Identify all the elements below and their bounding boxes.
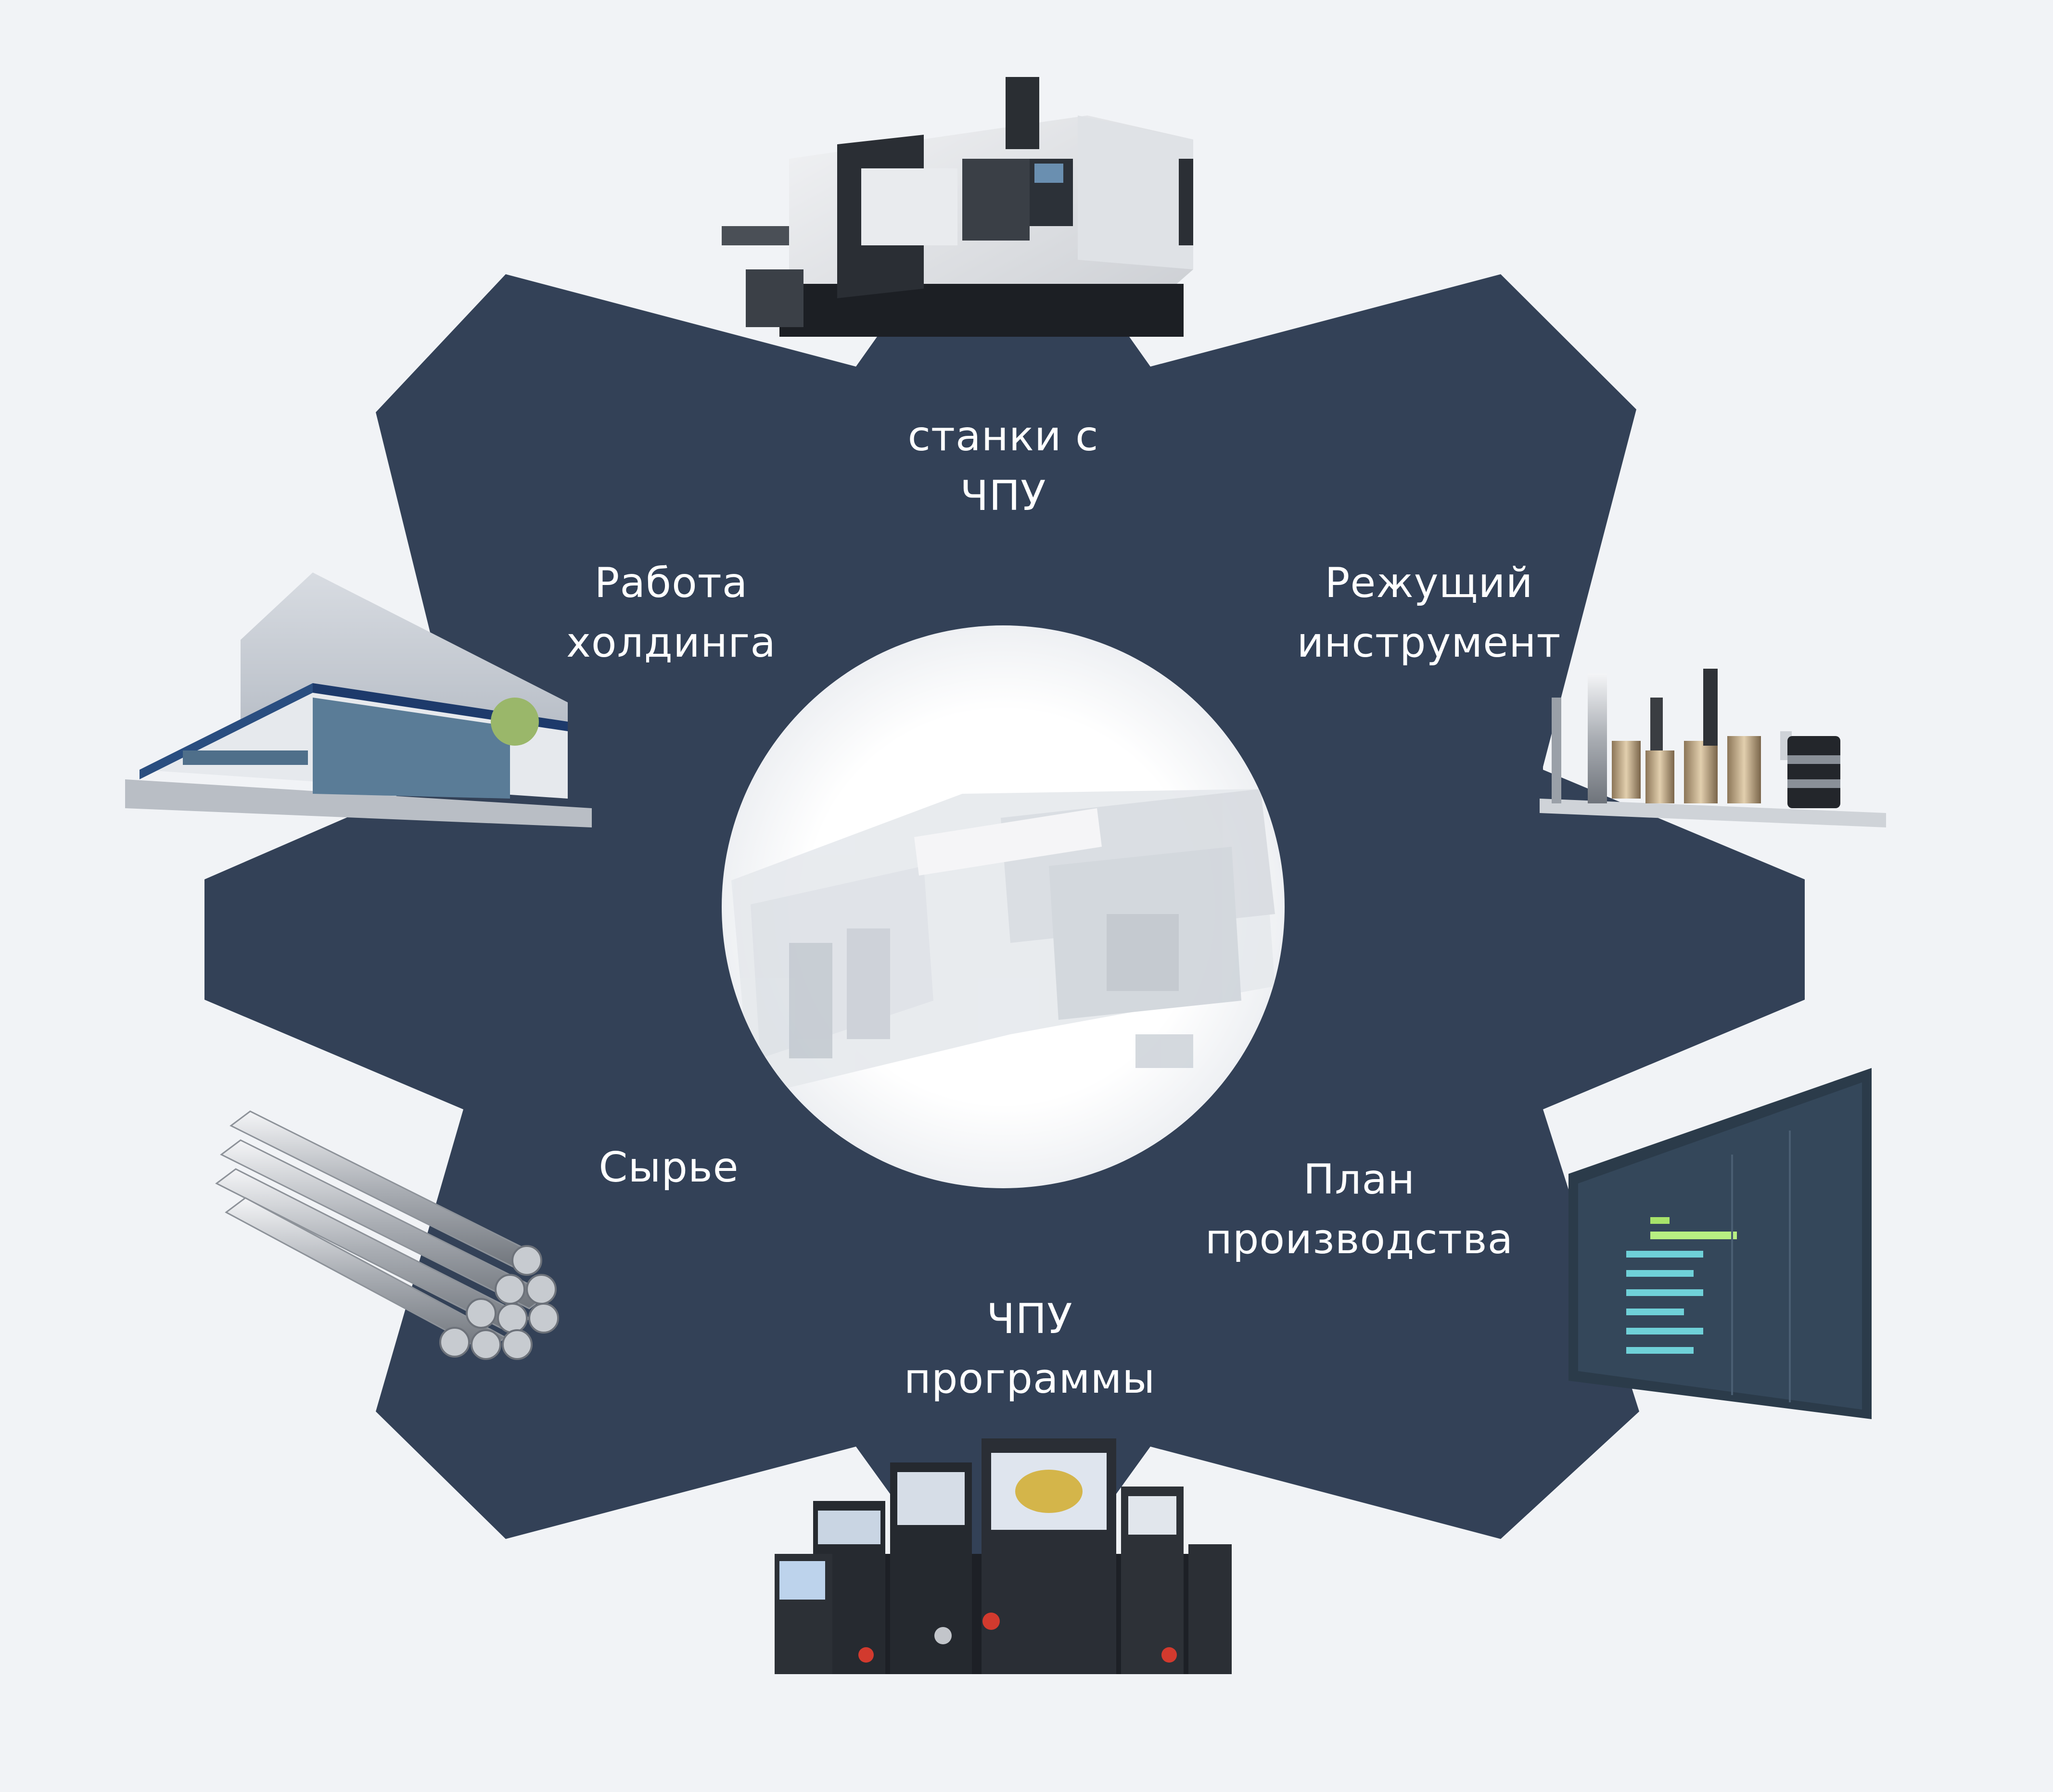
factory-building-icon [125, 572, 592, 827]
label-programs-line-1: ЧПУ [986, 1295, 1073, 1343]
label-holding-line-1: Работа [594, 559, 748, 607]
cnc-control-panels-icon [775, 1438, 1232, 1674]
metal-bars-icon [215, 1110, 559, 1360]
label-tools: Режущий инструмент [1280, 553, 1578, 673]
label-plan: План производства [1184, 1150, 1535, 1269]
label-machines-line-1: станки с [907, 412, 1099, 460]
production-plan-screen-icon [1568, 1068, 1872, 1419]
cnc-machine-icon [722, 77, 1193, 337]
label-tools-line-2: инструмент [1297, 619, 1561, 667]
label-holding-line-2: холдинга [566, 619, 776, 667]
label-programs: ЧПУ программы [866, 1289, 1193, 1409]
label-machines: станки с ЧПУ [902, 407, 1104, 526]
factory-floor-render-icon [722, 625, 1285, 1188]
label-raw-line-1: Сырье [599, 1144, 739, 1192]
label-raw: Сырье [558, 1138, 779, 1197]
label-machines-line-2: ЧПУ [960, 472, 1046, 520]
cutting-tools-icon [1540, 669, 1886, 827]
label-plan-line-1: План [1303, 1156, 1415, 1204]
label-programs-line-2: программы [904, 1355, 1156, 1403]
label-holding: Работа холдинга [551, 553, 791, 673]
label-tools-line-1: Режущий [1325, 559, 1533, 607]
label-plan-line-2: производства [1205, 1215, 1514, 1263]
